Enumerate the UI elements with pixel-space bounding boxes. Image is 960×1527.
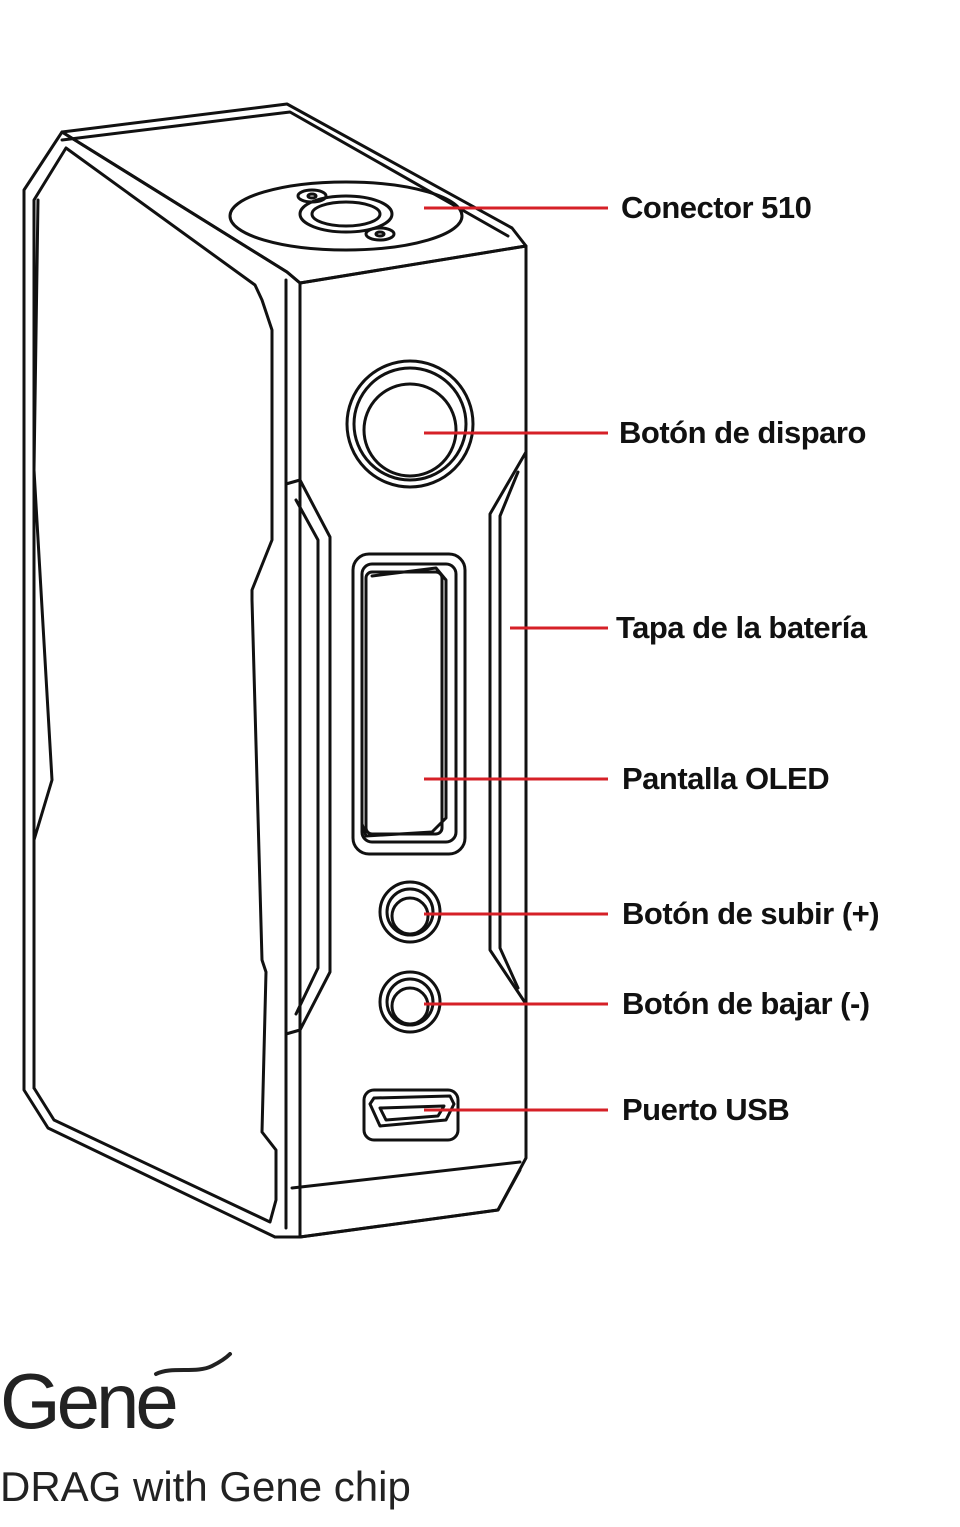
connector-510-thread <box>298 194 394 234</box>
up-button <box>378 880 442 944</box>
label-usb-port: Puerto USB <box>622 1092 790 1127</box>
usb-port <box>362 1088 460 1142</box>
svg-text:Gene: Gene <box>0 1357 175 1442</box>
device-side-inner-edge <box>32 198 54 1090</box>
fire-button <box>345 359 475 489</box>
device-bottom-edge <box>273 1168 522 1239</box>
label-up-button: Botón de subir (+) <box>622 896 880 931</box>
device-front-face <box>298 244 528 1239</box>
label-oled-screen: Pantalla OLED <box>622 761 830 796</box>
gene-logo: Gene <box>0 1352 232 1442</box>
label-down-button: Botón de bajar (-) <box>622 986 870 1021</box>
device-side-face <box>22 130 302 1239</box>
oled-screen <box>351 552 467 856</box>
battery-cover-edge <box>488 450 528 1006</box>
device-bottom-bevel <box>290 1160 522 1190</box>
product-caption: DRAG with Gene chip <box>0 1463 411 1510</box>
label-battery-cover: Tapa de la batería <box>616 610 867 645</box>
device-side-bevel <box>32 146 278 1224</box>
down-button <box>378 970 442 1034</box>
connector-510-plate <box>228 180 464 252</box>
label-fire-button: Botón de disparo <box>619 415 866 450</box>
connector-screw-icon <box>364 226 396 242</box>
connector-screw-icon <box>296 188 328 204</box>
label-connector-510: Conector 510 <box>621 190 812 225</box>
device-diagram <box>22 102 608 1239</box>
front-left-bevel <box>284 478 332 1036</box>
